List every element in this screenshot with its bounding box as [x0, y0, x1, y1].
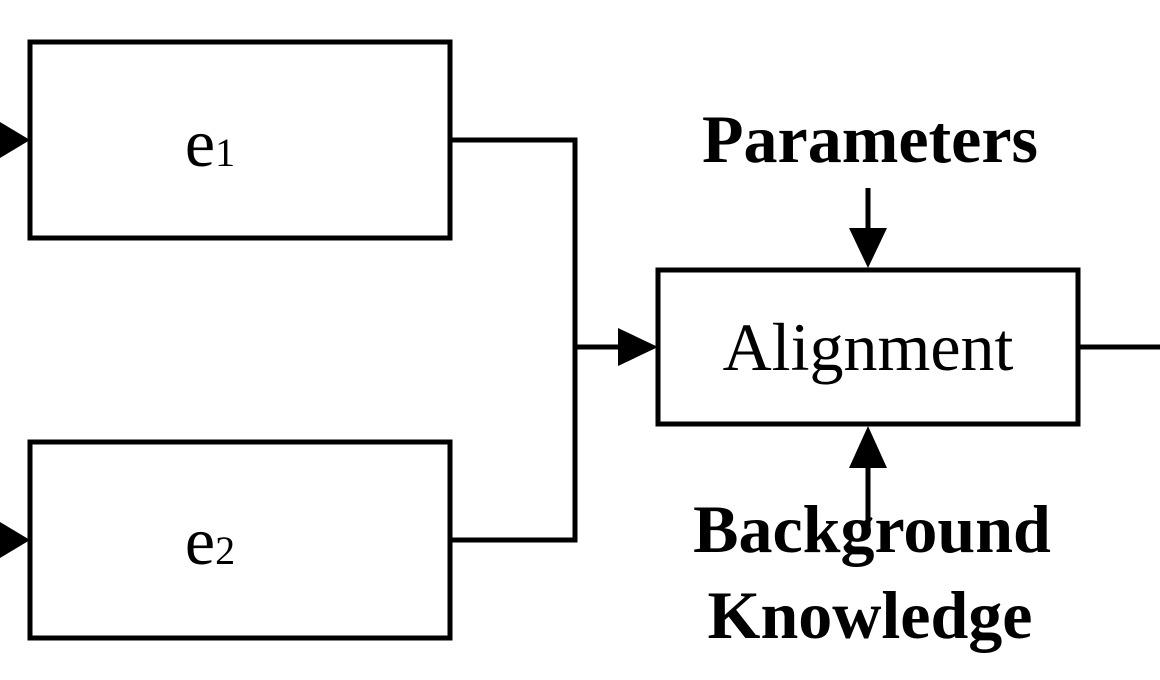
- merge-arrowhead: [618, 328, 658, 366]
- parameters-label: Parameters: [702, 101, 1038, 177]
- background-label-line2: Knowledge: [708, 577, 1033, 653]
- entity-label-e2: e2: [185, 503, 235, 579]
- parameters-arrowhead: [849, 228, 887, 268]
- background-arrowhead: [849, 426, 887, 468]
- connector-e1: [450, 137, 578, 543]
- entity-box-e1: e1: [27, 39, 453, 241]
- alignment-label: Alignment: [723, 309, 1014, 385]
- input-arrow-e1: [0, 122, 30, 158]
- entity-label-e1: e1: [185, 105, 235, 181]
- background-label-line1: Background: [693, 491, 1051, 567]
- input-arrow-e2: [0, 522, 30, 558]
- alignment-box: Alignment: [655, 267, 1081, 427]
- entity-box-e2: e2: [27, 439, 453, 641]
